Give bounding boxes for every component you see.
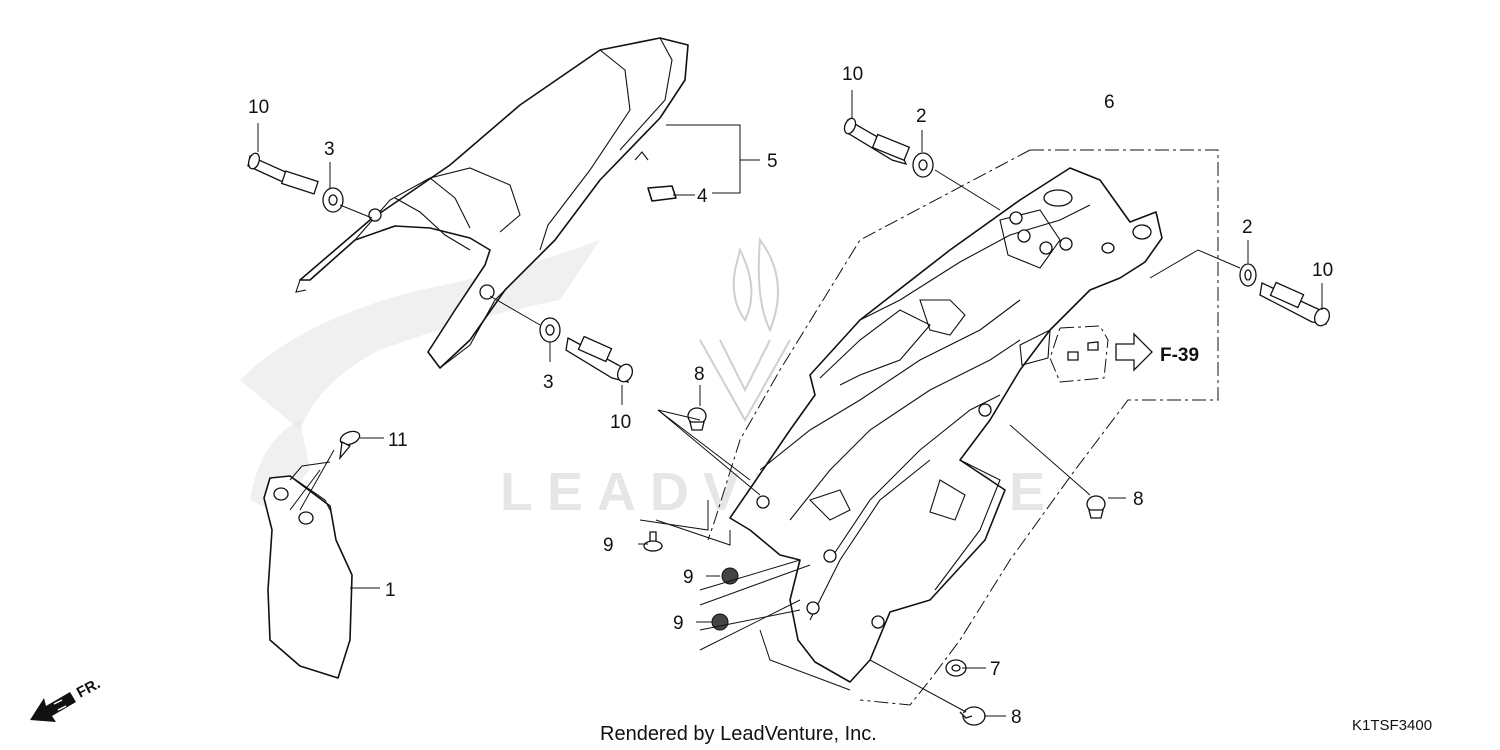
front-arrow-icon <box>30 692 76 722</box>
assembly-boundary <box>707 149 1219 706</box>
callout-3: 3 <box>543 372 554 393</box>
callout-6: 6 <box>1104 92 1115 113</box>
bolt-10-a <box>247 152 319 195</box>
nut-8-c <box>959 706 986 726</box>
callout-9: 9 <box>673 613 684 634</box>
callout-8: 8 <box>1133 489 1144 510</box>
callout-2: 2 <box>916 106 927 127</box>
callout-11: 11 <box>388 430 408 451</box>
collar-7 <box>945 659 967 677</box>
callout-8: 8 <box>1011 707 1022 728</box>
grommet-9-b <box>721 567 739 585</box>
bolt-10-c <box>843 117 911 166</box>
pad-part <box>647 185 677 202</box>
inner-fender-part <box>729 167 1163 683</box>
front-direction-indicator: FR. <box>30 675 103 722</box>
callout-9: 9 <box>683 567 694 588</box>
reference-label: F-39 <box>1160 345 1199 366</box>
nut-8-b <box>1086 495 1106 519</box>
washer-2-b <box>1239 263 1257 287</box>
bolt-10-d <box>1259 281 1331 327</box>
bolt-10-b <box>565 335 634 383</box>
rear-fender-part <box>295 37 689 369</box>
collar-3-a <box>322 187 344 213</box>
grommet-9-a <box>643 531 663 552</box>
callout-5: 5 <box>767 151 778 172</box>
front-direction-label: FR. <box>74 675 103 701</box>
callout-10: 10 <box>248 97 269 118</box>
collar-3-b <box>539 317 561 343</box>
callout-10: 10 <box>842 64 863 85</box>
diagram-code: K1TSF3400 <box>1352 717 1432 734</box>
callout-1: 1 <box>385 580 396 601</box>
callout-3: 3 <box>324 139 335 160</box>
callout-4: 4 <box>697 186 708 207</box>
callout-8: 8 <box>694 364 705 385</box>
footer-credit: Rendered by LeadVenture, Inc. <box>600 723 877 745</box>
reference-f39: F-39 <box>1049 325 1199 383</box>
callout-2: 2 <box>1242 217 1253 238</box>
callout-7: 7 <box>990 659 1001 680</box>
callout-labels: 10 3 5 4 3 10 10 2 6 2 10 8 8 8 7 11 1 9… <box>248 64 1333 728</box>
callout-10: 10 <box>1312 260 1333 281</box>
leader-lines <box>257 90 1323 717</box>
callout-10: 10 <box>610 412 631 433</box>
mud-flap-part <box>263 475 353 679</box>
nut-8-a <box>687 407 707 431</box>
washer-2-a <box>912 152 934 178</box>
screw-11 <box>339 430 361 461</box>
callout-9: 9 <box>603 535 614 556</box>
